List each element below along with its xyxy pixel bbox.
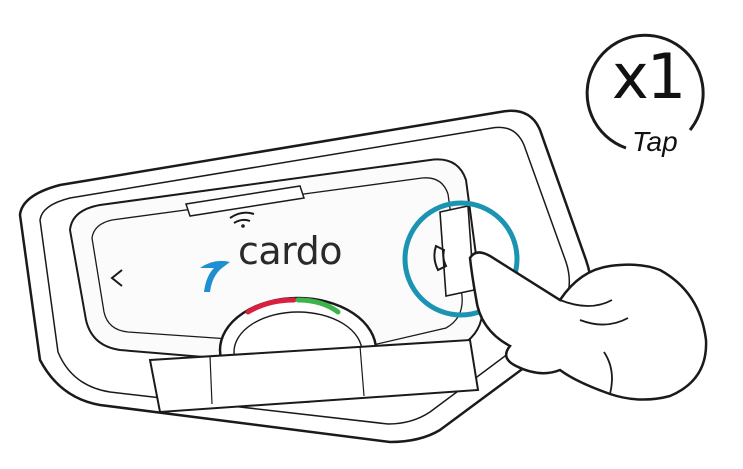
- cardo-logo-icon: [200, 260, 230, 292]
- led-red: [245, 297, 297, 315]
- highlight-ring: [402, 200, 520, 318]
- chevron-left-icon: [110, 269, 123, 287]
- mount-band: [148, 338, 480, 414]
- tap-count-label: x1: [612, 40, 686, 113]
- led-green: [295, 297, 341, 315]
- phone-icon: [433, 244, 448, 272]
- hand-fold: [559, 299, 629, 395]
- brand-wordmark: cardo: [238, 229, 343, 273]
- pointing-hand-icon: [468, 251, 708, 401]
- phone-button: [439, 205, 475, 297]
- top-ridge: [185, 185, 305, 217]
- wifi-icon: [229, 211, 255, 228]
- badge-circle: [585, 33, 705, 150]
- tap-action-label: Tap: [632, 126, 678, 157]
- faceplate-inner: [91, 177, 463, 349]
- mount-band-groove: [209, 345, 365, 405]
